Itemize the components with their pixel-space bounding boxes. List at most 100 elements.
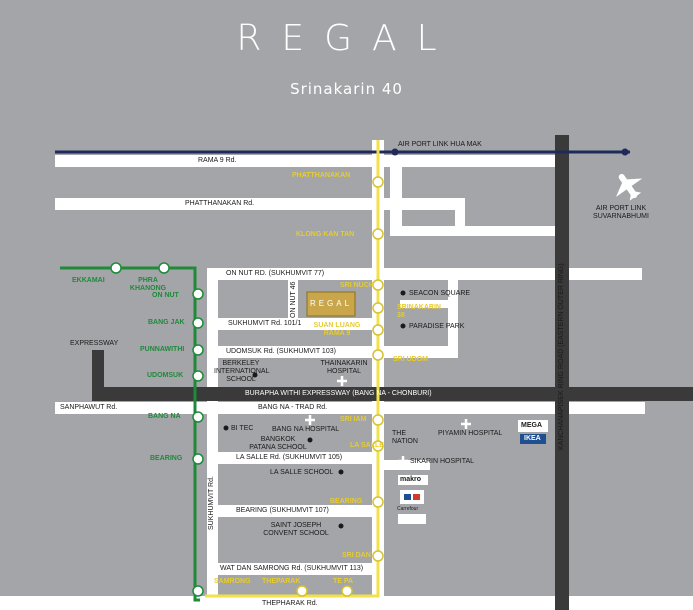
place-label-paradise: PARADISE PARK [409,323,465,330]
road-label-on-nut-46: ON NUT 46 [290,281,297,318]
airport-label: AIR PORT LINK SUVARNABHUMI [593,205,649,220]
road-label-lasalle: LA SALLE Rd. (SUKHUMVIT 105) [236,454,343,461]
ikea-logo [520,434,546,444]
place-label-berkeley: BERKELEY INTERNATIONAL SCHOOL [214,360,270,383]
school-dot-icon [400,323,406,329]
brand-subtitle: Srinakarin 40 [290,80,403,98]
sukhumvit-road [207,268,218,610]
station-icon [296,585,308,597]
road-label-thepharak: THEPHARAK Rd. [262,600,318,607]
station-icon [372,349,384,361]
road-label-bangna-trad: BANG NA - TRAD Rd. [258,404,328,411]
place-label-seacon: SEACON SQUARE [409,290,471,297]
project-badge: REGAL [309,299,353,308]
road-label-sukhumvit: SUKHUMVIT Rd. [208,476,215,530]
station-icon [192,344,204,356]
rama9-road [55,155,565,167]
school-dot-icon [223,425,229,431]
east-connector-road [390,226,560,236]
lotus-logo [398,514,426,524]
green-station-label: SAMRONG [214,578,251,585]
yellow-station-label: BEARING [330,498,363,505]
school-dot-icon [338,523,344,529]
green-station-label: UDOMSUK [147,372,184,379]
makro-logo [398,475,428,485]
expressway-spur [92,350,104,401]
road-label-phatthanakan: PHATTHANAKAN Rd. [185,200,255,207]
hospital-cross-icon [398,456,408,466]
yellow-station-label: PHATTHANAKAN [292,172,351,179]
school-dot-icon [307,437,313,443]
place-label-bitec: BI TEC [231,425,254,432]
place-label-patana: BANGKOK PATANA SCHOOL [249,436,307,451]
mega-logo [518,420,548,432]
on-nut-road [207,268,642,280]
thepharak-road [0,596,693,610]
place-label-lasalle-school: LA SALLE SCHOOL [270,469,334,476]
road-label-kanchanapisek: KANCHANAPISEK RING ROAD (EASTERN OUTER R… [558,263,565,450]
green-station-label: EKKAMAI [72,277,105,284]
station-icon [372,550,384,562]
station-icon [372,324,384,336]
road-label-rama9: RAMA 9 Rd. [198,157,237,164]
road-label-burapha: BURAPHA WITHI EXPRESSWAY (BANG NA - CHON… [245,390,432,397]
inner-spur-road [400,300,450,308]
green-station-label: BANG NA [148,413,181,420]
station-icon [192,317,204,329]
place-label-saint-joseph: SAINT JOSEPH CONVENT SCHOOL [263,522,329,537]
green-station-label: PHRA KHANONG [129,277,167,292]
school-dot-icon [252,372,258,378]
place-label-the-nation: THE NATION [392,430,418,445]
station-icon [192,370,204,382]
yellow-station-label: SRI UDOM [393,356,428,363]
brand-logo: REGAL [236,18,457,59]
station-icon [192,585,204,597]
project-marker [306,291,356,317]
on-nut-46-road [288,268,298,318]
station-icon [372,302,384,314]
road-label-expressway: EXPRESSWAY [70,340,119,347]
hospital-cross-icon [337,376,347,386]
yellow-station-label: SRINAKARIN 38 [397,304,441,319]
green-station-label: BEARING [150,455,183,462]
green-line-track [60,266,200,602]
east-block-road [390,166,402,236]
green-station-label: PUNNAWITHI [140,346,185,353]
phatthanakan-connector [455,198,465,236]
place-label-mega: MEGA [521,422,542,429]
paradise-connector [448,268,458,358]
wat-dan-road [207,563,382,575]
yellow-station-label: KLONG KAN TAN [296,231,355,238]
station-icon [110,262,122,274]
airport-link-label: AIR PORT LINK HUA MAK [398,141,482,148]
yellow-station-label: SRI NUCH [340,282,374,289]
yellow-station-label: SRI IAM [340,416,367,423]
station-icon [372,414,384,426]
station-icon [372,176,384,188]
yellow-station-label: SRI DAN [342,552,371,559]
yellow-station-label: TE PA [333,578,354,585]
sukhumvit-101-road [207,318,377,330]
station-icon [192,453,204,465]
phatthanakan-road [55,198,465,210]
green-station-label: ON NUT [152,292,179,299]
place-label-makro: makro [400,476,422,483]
yellow-station-label: THEPARAK [262,578,301,585]
place-label-ikea: IKEA [524,435,541,442]
burapha-expressway [92,387,693,401]
green-station-label: BANG JAK [148,319,185,326]
place-label-carrefour: Carrefour [397,506,419,512]
station-icon [192,288,204,300]
station-icon [372,228,384,240]
hospital-cross-icon [461,419,471,429]
carrefour-logo [400,490,424,504]
airplane-icon [616,173,643,201]
station-icon [372,496,384,508]
road-label-wat-dan: WAT DAN SAMRONG Rd. (SUKHUMVIT 113) [220,565,364,572]
place-label-sikarin: SIKARIN HOSPITAL [410,458,475,465]
road-label-sanphawut: SANPHAWUT Rd. [60,404,118,411]
yellow-station-label: SUAN LUANG RAMA 9 [313,322,361,337]
yellow-station-label: LA SALLE [350,442,384,449]
